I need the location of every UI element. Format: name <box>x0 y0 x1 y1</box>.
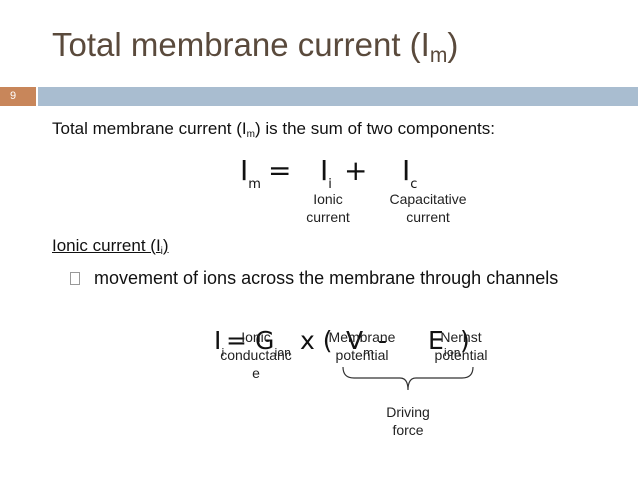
eq2-v-symbol: V <box>346 326 364 355</box>
intro-text: Total membrane current (Im) is the sum o… <box>52 119 495 140</box>
eq2-lhs-symbol: I <box>214 326 222 355</box>
eq1-term2-symbol: I <box>402 154 411 187</box>
label-nernst-line2: potential <box>434 347 488 363</box>
bullet-text: movement of ions across the membrane thr… <box>94 268 559 288</box>
slide-title: Total membrane current (Im) <box>52 26 458 68</box>
label-nernst-potential: Nernst potential <box>426 328 496 364</box>
ionic-head-before: Ionic current ( <box>52 236 156 255</box>
driving-force-brace <box>342 366 474 391</box>
ionic-head-symbol: I <box>155 236 161 255</box>
eq2-close: ) <box>460 326 470 355</box>
label-cond-line1: Ionic <box>241 329 271 345</box>
eq1-lhs-symbol: I <box>240 154 249 187</box>
eq2-v-sub: m <box>363 346 374 359</box>
label-cap-line1: Capacitative <box>389 191 467 207</box>
label-ionic-current: Ionic current <box>296 190 360 226</box>
label-ionic-line1: Ionic <box>313 191 343 207</box>
label-driving-force: Driving force <box>368 403 448 439</box>
eq2-times: x ( <box>300 326 333 355</box>
intro-after: ) is the sum of two components: <box>254 119 495 138</box>
label-mem-line2: potential <box>335 347 389 363</box>
label-nernst-line1: Nernst <box>440 329 482 345</box>
ionic-head-after: ) <box>162 236 169 255</box>
eq2-v: Vm <box>346 326 374 359</box>
eq1-plus: + <box>344 154 368 187</box>
intro-subscript: m <box>246 129 255 140</box>
label-ionic-line2: current <box>306 209 350 225</box>
eq1-equals: = <box>268 154 292 187</box>
eq2-g-sub: ion <box>274 346 292 359</box>
ionic-current-heading: Ionic current (Ii) <box>52 236 169 257</box>
label-cond-line2: conductanc <box>220 347 292 363</box>
bullet-icon <box>70 272 80 285</box>
title-text: Total membrane current (I <box>52 26 430 63</box>
eq1-term1-symbol: I <box>320 154 329 187</box>
intro-before: Total membrane current (I <box>52 119 247 138</box>
eq2-e-sub: ion <box>443 346 461 359</box>
label-mem-line1: Membrane <box>328 329 396 345</box>
eq1-term2: Ic <box>402 154 417 192</box>
eq2-g: Gion <box>255 326 291 359</box>
eq2-e-symbol: E <box>428 326 444 355</box>
eq1-term2-sub: c <box>410 177 418 192</box>
eq2-lhs: Ii <box>214 326 224 359</box>
title-end: ) <box>447 26 459 63</box>
eq1-term1: Ii <box>320 154 332 192</box>
eq1-lhs: Im <box>240 154 261 192</box>
label-drive-line2: force <box>392 422 424 438</box>
eq1-lhs-sub: m <box>248 177 261 192</box>
title-subscript: m <box>429 44 448 67</box>
label-capacitative-current: Capacitative current <box>378 190 478 226</box>
eq2-minus: - <box>378 326 388 355</box>
slide-number-box <box>0 87 36 106</box>
eq1-term1-sub: i <box>328 177 332 192</box>
eq2-e: Eion <box>428 326 461 359</box>
label-membrane-potential: Membrane potential <box>322 328 402 364</box>
eq2-g-symbol: G <box>255 326 275 355</box>
title-bar <box>38 87 638 106</box>
label-ionic-conductance: Ionic conductanc e <box>218 328 294 382</box>
ionic-head-sub: i <box>160 246 163 257</box>
eq2-equals: = <box>226 326 247 355</box>
label-cond-line3: e <box>252 365 260 381</box>
slide-number: 9 <box>10 90 17 102</box>
label-drive-line1: Driving <box>386 404 430 420</box>
label-cap-line2: current <box>406 209 450 225</box>
eq2-lhs-sub: i <box>221 346 225 359</box>
